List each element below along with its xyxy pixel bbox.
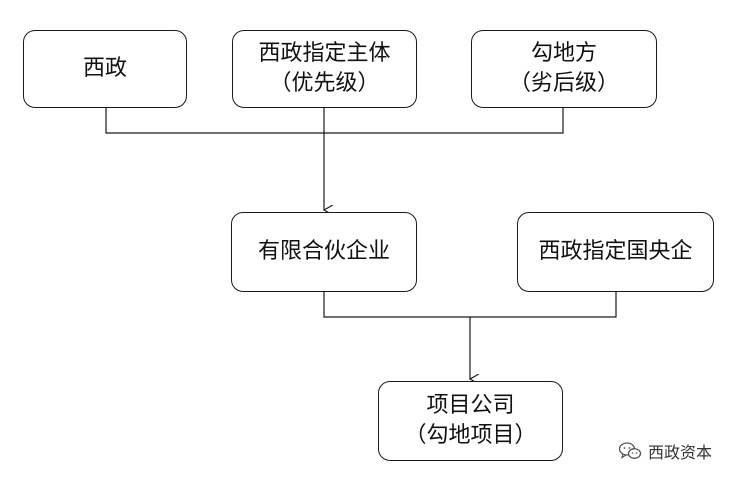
- node-sublabel: （劣后级）: [508, 71, 619, 96]
- watermark-text: 西政资本: [648, 443, 713, 462]
- node-partnership: 有限合伙企业: [231, 212, 417, 292]
- wechat-icon: [618, 441, 642, 461]
- node-central-soe: 西政指定国央企: [517, 212, 714, 292]
- node-label: 有限合伙企业: [257, 239, 390, 264]
- node-label: 项目公司: [426, 393, 515, 418]
- node-label: 勾地方: [530, 41, 597, 66]
- node-label: 西政指定国央企: [538, 239, 693, 264]
- node-sublabel: （勾地项目）: [404, 423, 537, 448]
- middle-merge-connector: [323, 292, 617, 318]
- node-label: 西政: [82, 56, 127, 81]
- watermark: 西政资本: [618, 439, 712, 463]
- node-label: 西政指定主体: [258, 41, 391, 66]
- node-sublabel: （优先级）: [269, 71, 380, 96]
- node-goudifang: 勾地方 （劣后级）: [471, 30, 657, 108]
- top-merge-connector: [105, 108, 564, 134]
- node-xizheng: 西政: [23, 30, 187, 108]
- node-project-company: 项目公司 （勾地项目）: [378, 381, 563, 461]
- node-designated-entity: 西政指定主体 （优先级）: [232, 30, 417, 108]
